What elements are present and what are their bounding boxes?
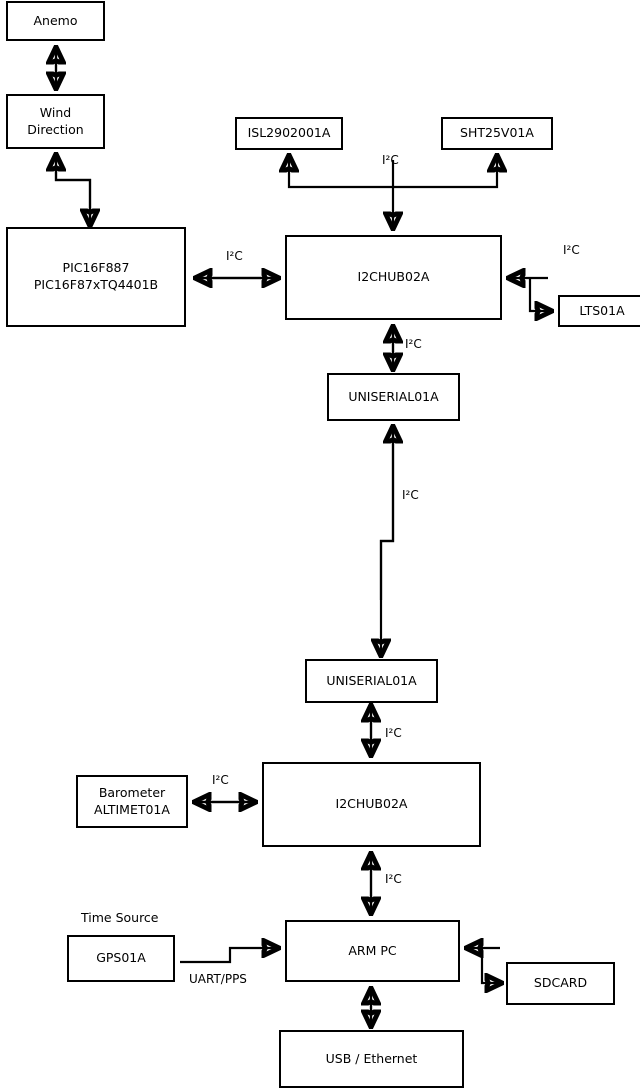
connector-pic-wind	[56, 155, 92, 225]
node-usb-ethernet[interactable]: USB / Ethernet	[279, 1030, 464, 1088]
node-wind-direction[interactable]: Wind Direction	[6, 94, 105, 149]
edge-label-i2c-hub-lts: I²C	[563, 243, 580, 257]
node-gps01a[interactable]: GPS01A	[67, 935, 175, 982]
connector-gps-armpc	[180, 948, 278, 964]
node-lts01a[interactable]: LTS01A	[558, 295, 640, 327]
edge-label-i2c-pic-hub: I²C	[226, 249, 243, 263]
node-i2chub02a-bottom[interactable]: I2CHUB02A	[262, 762, 481, 847]
connector-armpc-sdcard	[480, 948, 501, 983]
node-sht25v01a[interactable]: SHT25V01A	[441, 117, 553, 150]
node-barometer-altimet01a[interactable]: Barometer ALTIMET01A	[76, 775, 188, 828]
edge-label-i2c-uniserial-hub-bottom: I²C	[385, 726, 402, 740]
node-uniserial01a-bottom[interactable]: UNISERIAL01A	[305, 659, 438, 703]
edge-label-i2c-hub-armpc: I²C	[385, 872, 402, 886]
node-arm-pc[interactable]: ARM PC	[285, 920, 460, 982]
connector-hub-lts	[528, 278, 551, 311]
node-isl2902001a[interactable]: ISL2902001A	[235, 117, 343, 150]
connector-uniserial-link-down	[381, 427, 395, 655]
edge-label-i2c-hub-uniserial: I²C	[405, 337, 422, 351]
node-anemo[interactable]: Anemo	[6, 1, 105, 41]
annotation-time-source: Time Source	[81, 910, 159, 925]
edge-label-i2c-barometer-hub: I²C	[212, 773, 229, 787]
connector-uniserial-link-up	[379, 427, 393, 600]
connector-wind-pic	[54, 155, 90, 225]
node-uniserial01a-top[interactable]: UNISERIAL01A	[327, 373, 460, 421]
node-sdcard[interactable]: SDCARD	[506, 962, 615, 1005]
edge-label-uart-pps: UART/PPS	[189, 972, 247, 986]
edge-label-i2c-uniserial-link: I²C	[402, 488, 419, 502]
connector-hub-sht	[393, 156, 497, 189]
node-pic-microcontroller[interactable]: PIC16F887 PIC16F87xTQ4401B	[6, 227, 186, 327]
edge-label-i2c-sensors-top: I²C	[382, 153, 399, 167]
node-i2chub02a-top[interactable]: I2CHUB02A	[285, 235, 502, 320]
connector-hub-isl	[289, 156, 393, 189]
